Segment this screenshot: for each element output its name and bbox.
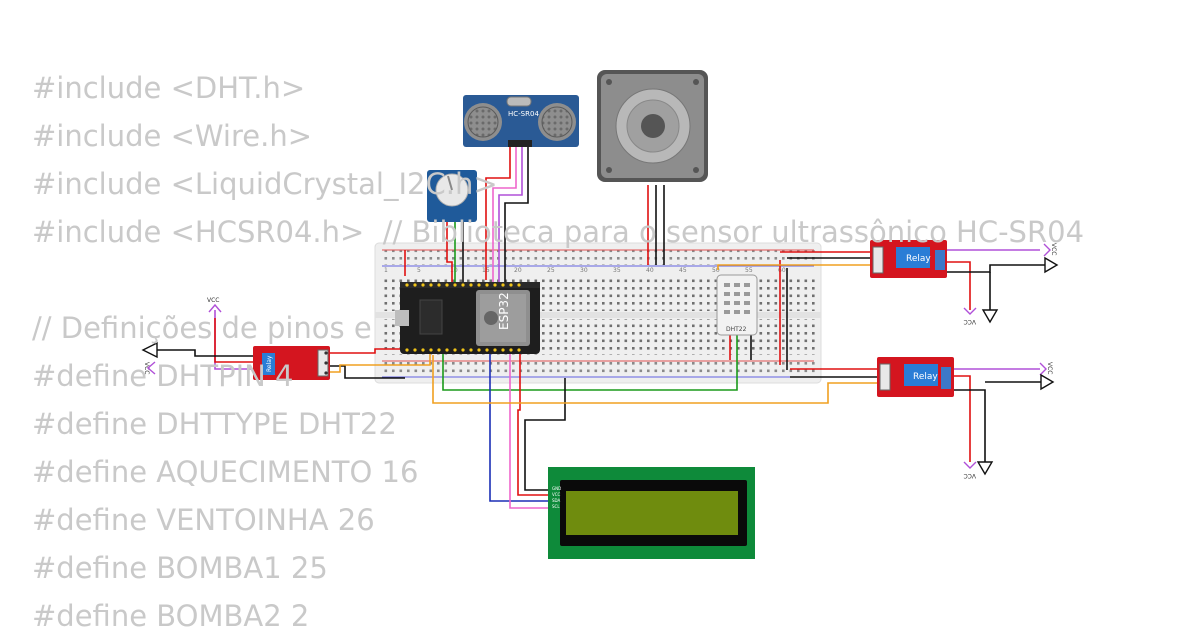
wire-br-out-red (952, 375, 971, 462)
wire-hcsr-echo (498, 145, 523, 290)
wire-lcd-vcc (517, 350, 548, 496)
bb-col-45: 45 (679, 267, 687, 274)
wire-tr-out-black (946, 264, 1045, 273)
bb-col-30: 30 (580, 267, 588, 274)
dht22-sensor[interactable]: DHT22 (716, 274, 758, 336)
bb-col-40: 40 (646, 267, 654, 274)
vcc-symbol-left: VCC (143, 361, 156, 375)
relay-left[interactable]: Relay (253, 346, 330, 380)
svg-text:VCC: VCC (143, 362, 150, 374)
wire-tr-out-red (946, 261, 971, 310)
wire-lcd-sda (489, 350, 548, 502)
wires (150, 145, 1045, 509)
ground-symbol-tr-right (1044, 256, 1059, 274)
wire-hcsr-trig (492, 145, 517, 290)
wire-relay-left-out-red (214, 318, 253, 363)
wire-hcsr-gnd (504, 145, 529, 282)
wire-dht-green (442, 335, 738, 391)
svg-text:VCC: VCC (207, 297, 219, 304)
vcc-symbol-tr-down: VCC (963, 307, 977, 325)
wire-hcsr-vcc (485, 145, 511, 280)
svg-text:VCC: VCC (1046, 362, 1053, 374)
wire-relay-left-in (330, 350, 431, 373)
relay-br-label: Relay (913, 372, 938, 382)
svg-text:VCC: VCC (964, 472, 976, 479)
wire-lcd-gnd (524, 378, 566, 491)
wire-relay-br-in (432, 355, 878, 404)
vcc-symbol-br: VCC (1039, 362, 1053, 376)
vcc-symbol-br-down: VCC (963, 461, 977, 479)
svg-text:VCC: VCC (964, 318, 976, 325)
bb-col-25: 25 (547, 267, 555, 274)
ground-symbol-br-right (1040, 373, 1055, 391)
esp32-label: ESP32 (497, 292, 511, 330)
esp32-board[interactable]: ESP32 (395, 282, 540, 354)
dht22-label: DHT22 (726, 326, 747, 333)
wire-pot-red (446, 222, 453, 290)
lcd-pin-scl: SCL (552, 504, 560, 509)
lcd-display[interactable]: GND VCC SDA SCL (548, 467, 755, 559)
wire-relay-left-vcc (330, 348, 403, 354)
lcd-pin-vcc: VCC (552, 492, 561, 497)
potentiometer[interactable] (427, 170, 477, 222)
svg-text:VCC: VCC (1050, 243, 1057, 255)
bb-col-5: 5 (417, 267, 421, 274)
ground-symbol-left (141, 341, 158, 359)
bb-col-50: 50 (712, 267, 720, 274)
bb-col-55: 55 (745, 267, 753, 274)
ground-symbol-br-down (976, 461, 994, 476)
ground-symbol-tr-down (981, 309, 999, 324)
bb-col-60: 60 (778, 267, 786, 274)
bb-col-1: 1 (384, 267, 388, 274)
bb-col-35: 35 (613, 267, 621, 274)
lcd-pin-sda: SDA (552, 498, 561, 503)
relay-bottom-right[interactable]: Relay (877, 357, 954, 397)
lcd-pin-gnd: GND (552, 486, 561, 491)
vcc-symbol-tr: VCC (1043, 243, 1057, 257)
wire-relay-tr-in (717, 264, 870, 270)
wire-relay-left-out-purple (214, 310, 253, 370)
bb-col-10: 10 (450, 267, 458, 274)
relay-tr-label: Relay (906, 254, 931, 264)
stepper-motor[interactable] (597, 70, 708, 182)
hcsr04-sensor[interactable]: HC-SR04 (463, 95, 579, 147)
wire-br-out-black (952, 389, 986, 462)
bb-col-20: 20 (514, 267, 522, 274)
vcc-symbol-left-top: VCC (207, 297, 222, 313)
relay-left-label: Relay (266, 355, 273, 372)
relay-top-right[interactable]: Relay (870, 240, 947, 278)
hcsr04-label: HC-SR04 (508, 110, 539, 118)
wire-relay-left-gnd (330, 365, 405, 379)
wire-relay-left-out-black (150, 349, 253, 357)
